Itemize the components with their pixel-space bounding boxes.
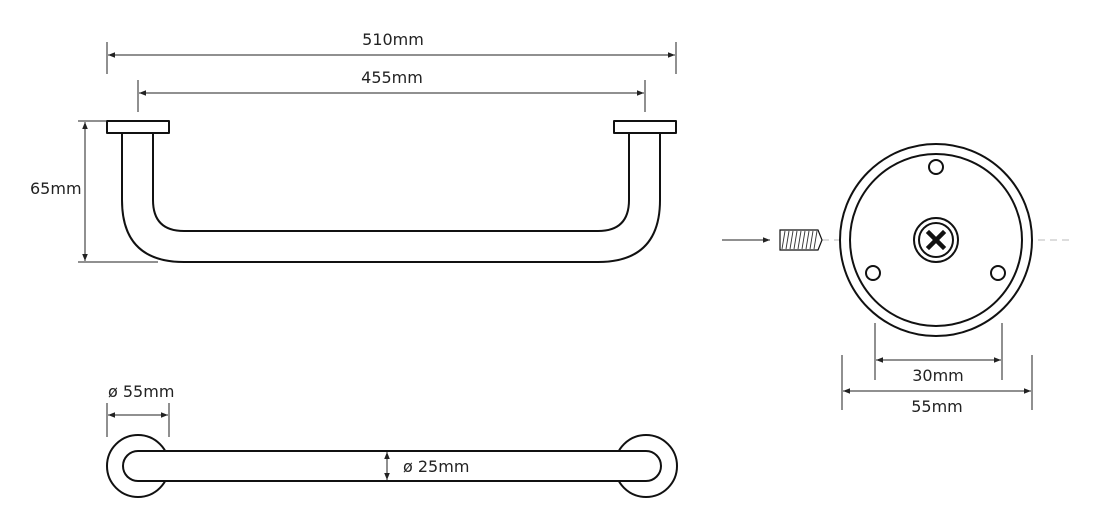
mounting-hole-left bbox=[865, 265, 881, 281]
overall-length-label: 510mm bbox=[362, 30, 424, 49]
center-screw-outer bbox=[913, 217, 959, 263]
side-view: 510mm 455mm 65mm bbox=[30, 30, 677, 263]
center-screw-inner bbox=[918, 222, 954, 258]
tube-diameter-label: ø 25mm bbox=[403, 457, 469, 476]
projection-label: 65mm bbox=[30, 179, 82, 198]
left-flange bbox=[106, 120, 170, 134]
hole-spacing-label: 30mm bbox=[912, 366, 964, 385]
bar-outer-outline bbox=[121, 133, 661, 263]
rosette-front-view: 30mm 55mm bbox=[722, 143, 1070, 416]
mounting-hole-top bbox=[928, 159, 944, 175]
mounting-hole-right bbox=[990, 265, 1006, 281]
rosette-diameter-label: 55mm bbox=[911, 397, 963, 416]
cross-head-icon bbox=[925, 229, 947, 251]
center-length-label: 455mm bbox=[361, 68, 423, 87]
screw-icon bbox=[779, 229, 823, 251]
tube-body bbox=[122, 450, 662, 482]
bar-inner-outline bbox=[152, 133, 630, 232]
flange-diameter-label: ø 55mm bbox=[108, 382, 174, 401]
right-flange bbox=[613, 120, 677, 134]
top-view: ø 55mm ø 25mm bbox=[106, 382, 678, 498]
rosette-inner-ring bbox=[849, 153, 1023, 327]
